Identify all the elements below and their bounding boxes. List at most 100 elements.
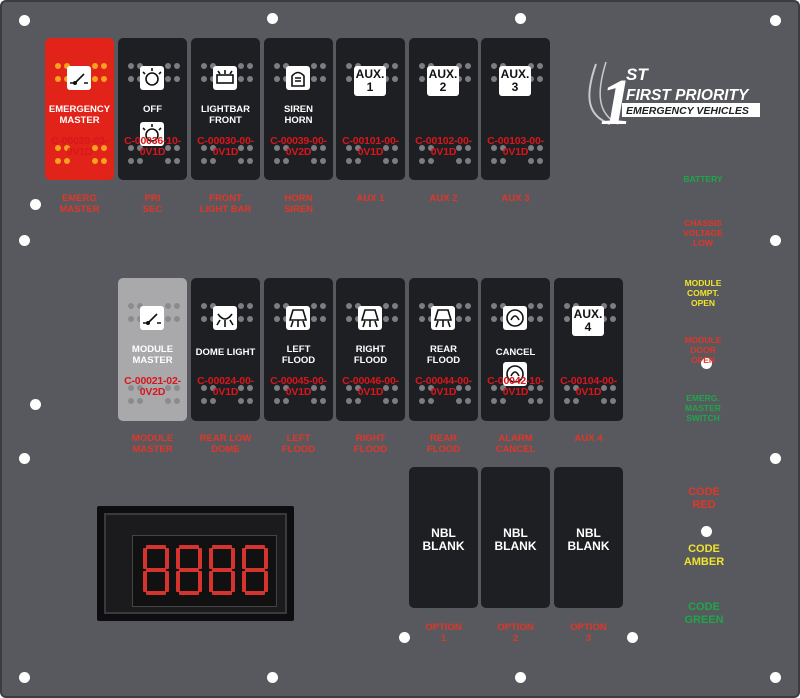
- aux-number-badge: AUX.3: [499, 66, 531, 96]
- aux-number-badge: AUX.2: [427, 66, 459, 96]
- indicator-led: [528, 303, 534, 309]
- mounting-hole: [627, 632, 638, 643]
- indicator-led: [201, 316, 207, 322]
- indicator-led: [491, 145, 497, 151]
- indicator-led: [419, 316, 425, 322]
- indicator-led: [601, 398, 607, 404]
- indicator-led: [174, 63, 180, 69]
- indicator-led: [456, 158, 462, 164]
- indicator-led: [274, 316, 280, 322]
- indicator-led: [355, 385, 361, 391]
- indicator-led: [320, 158, 326, 164]
- switch-function-label: CANCEL: [495, 347, 536, 358]
- indicator-led: [137, 158, 143, 164]
- display-digit: 8: [242, 545, 268, 595]
- indicator-led: [428, 145, 434, 151]
- logo-line2: EMERGENCY VEHICLES: [626, 105, 749, 117]
- part-number: C-00024-00-0V1D: [197, 375, 254, 398]
- indicator-led: [491, 76, 497, 82]
- indicator-led: [165, 145, 171, 151]
- indicator-led: [528, 316, 534, 322]
- indicator-led: [346, 316, 352, 322]
- indicator-led: [174, 316, 180, 322]
- indicator-led: [500, 398, 506, 404]
- indicator-led: [428, 158, 434, 164]
- indicator-led: [465, 63, 471, 69]
- indicator-led: [320, 316, 326, 322]
- indicator-led: [320, 303, 326, 309]
- indicator-led: [274, 145, 280, 151]
- indicator-led: [174, 145, 180, 151]
- indicator-led: [92, 158, 98, 164]
- indicator-led: [165, 316, 171, 322]
- indicator-led: [128, 76, 134, 82]
- indicator-led: [610, 316, 616, 322]
- indicator-led: [165, 63, 171, 69]
- indicator-led: [101, 63, 107, 69]
- indicator-led: [247, 145, 253, 151]
- indicator-led: [383, 158, 389, 164]
- caption-row1: AUX 1: [356, 193, 385, 204]
- indicator-led: [528, 63, 534, 69]
- indicator-led: [174, 303, 180, 309]
- indicator-label: BATTERY: [683, 174, 723, 184]
- indicator-led: [238, 76, 244, 82]
- indicator-led: [601, 316, 607, 322]
- indicator-led: [537, 76, 543, 82]
- indicator-led: [274, 385, 280, 391]
- indicator-led: [383, 303, 389, 309]
- indicator-led: [247, 398, 253, 404]
- part-number: C-00042-10-0V1D: [487, 375, 544, 398]
- indicator-led: [320, 76, 326, 82]
- rocker-switch-cancel[interactable]: CANCEL C-00042-10-0V1D: [481, 278, 550, 421]
- digital-display: 8888: [97, 506, 294, 621]
- indicator-led: [210, 385, 216, 391]
- indicator-led: [564, 398, 570, 404]
- indicator-led: [419, 303, 425, 309]
- indicator-led: [320, 145, 326, 151]
- indicator-led: [456, 303, 462, 309]
- toggle-switch-icon: [67, 66, 91, 90]
- part-number: C-00039-00-0V2D: [270, 135, 327, 158]
- indicator-led: [137, 145, 143, 151]
- display-digit: 8: [209, 545, 235, 595]
- part-number: C-00045-00-0V1D: [270, 375, 327, 398]
- primary-secondary-siren-icon: [140, 66, 164, 90]
- indicator-led: [564, 385, 570, 391]
- part-number: C-00104-00-0V1D: [560, 375, 617, 398]
- indicator-led: [573, 385, 579, 391]
- indicator-led: [528, 145, 534, 151]
- indicator-led: [610, 385, 616, 391]
- indicator-led: [465, 398, 471, 404]
- indicator-led: [210, 145, 216, 151]
- indicator-led: [165, 76, 171, 82]
- caption-row1: AUX 2: [429, 193, 458, 204]
- indicator-led: [238, 303, 244, 309]
- indicator-led: [274, 398, 280, 404]
- part-number: C-00102-00-0V1D: [415, 135, 472, 158]
- display-bezel: 8888: [104, 513, 287, 614]
